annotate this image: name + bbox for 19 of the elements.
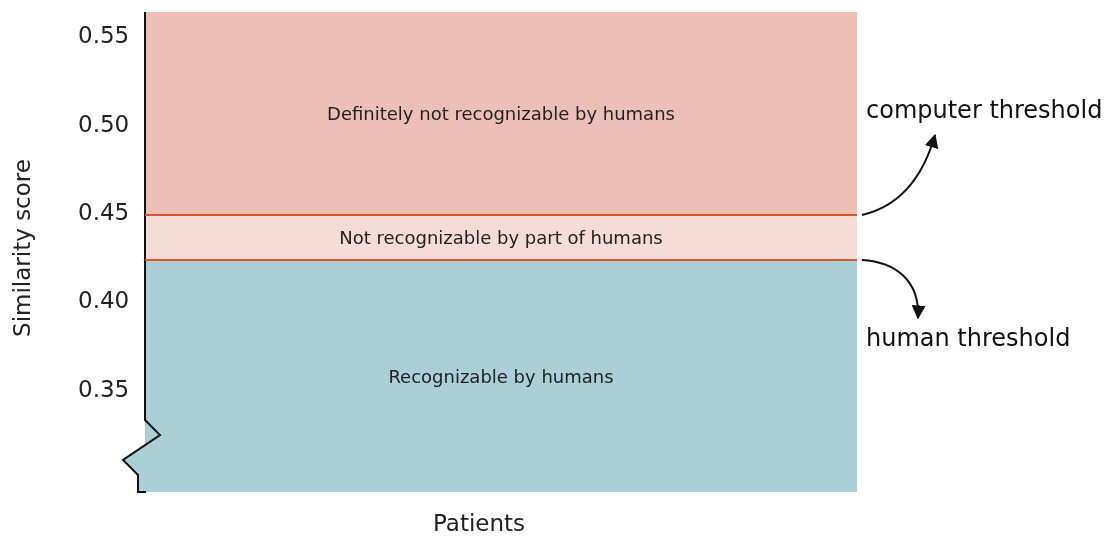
threshold-line (145, 259, 857, 261)
axis-title: Patients (433, 510, 526, 536)
region-band (145, 12, 857, 215)
axis-tick-label: 0.35 (78, 376, 130, 402)
region-band (145, 215, 857, 260)
threshold-label: computer threshold (866, 96, 1103, 124)
axis-tick-label: 0.50 (78, 111, 130, 137)
band-label: Not recognizable by part of humans (339, 227, 663, 248)
axis-tick-label: 0.45 (78, 199, 130, 225)
curved-arrow (861, 259, 925, 320)
threshold-line (145, 214, 857, 216)
axis-title: Similarity score (9, 159, 35, 337)
region-band (145, 260, 857, 492)
axis-tick-label: 0.55 (78, 22, 130, 48)
band-label: Recognizable by humans (388, 365, 614, 387)
curved-arrow (861, 133, 938, 216)
threshold-label: human threshold (866, 324, 1071, 352)
band-label: Definitely not recognizable by humans (327, 103, 675, 124)
axis-tick-label: 0.40 (78, 287, 130, 313)
